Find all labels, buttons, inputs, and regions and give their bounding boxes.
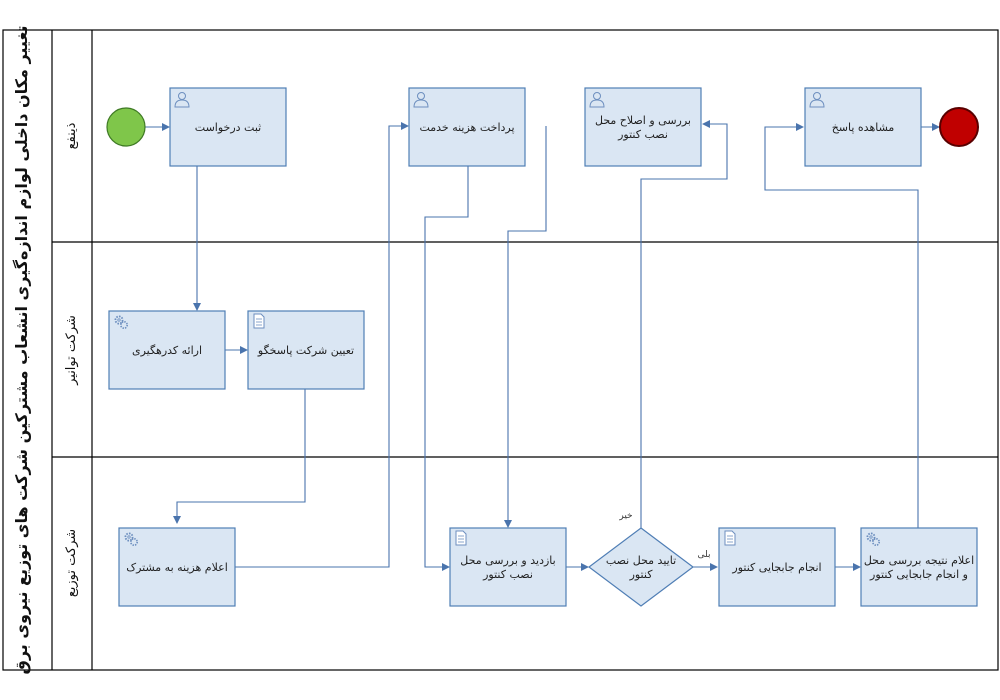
document-icon <box>455 530 467 546</box>
task-relocate[interactable]: انجام جابجایی کنتور <box>718 527 836 607</box>
task-pay[interactable]: پرداخت هزینه خدمت <box>408 87 526 167</box>
user-icon <box>589 92 605 108</box>
task-label: اعلام نتیجه بررسی محل <box>864 554 974 567</box>
task-label: بررسی و اصلاح محل <box>595 114 691 127</box>
task-register[interactable]: ثبت درخواست <box>169 87 287 167</box>
task-box[interactable] <box>449 527 567 607</box>
flow-fix-site-to-visit <box>504 126 547 528</box>
flow-pay-to-visit <box>424 166 469 571</box>
task-box[interactable] <box>804 87 922 167</box>
task-box[interactable] <box>118 527 236 607</box>
task-box[interactable] <box>860 527 978 607</box>
gear-icon <box>124 532 139 546</box>
flow-label-no: خیر <box>618 511 632 521</box>
task-box[interactable] <box>718 527 836 607</box>
document-icon <box>724 530 736 546</box>
lane-label-tavanir: شرکت توانیر <box>64 315 79 386</box>
flow-assign-to-announce-cost <box>173 389 306 524</box>
task-box[interactable] <box>247 310 365 390</box>
user-icon <box>413 92 429 108</box>
pool-title: تغییر مکان داخلی لوازم اندازه‌گیری انشعا… <box>12 26 31 675</box>
task-gateway[interactable]: ارائه کدرهگیری <box>108 310 226 390</box>
task-box[interactable] <box>408 87 526 167</box>
task-assign[interactable]: تعیین شرکت پاسخگو <box>247 310 365 390</box>
tasks: ثبت درخواست پرداخت هزینه خدمت بررسی و اصلا… <box>108 87 978 607</box>
lane-label-customer: ذینفع <box>64 122 79 149</box>
task-label: مشاهده پاسخ <box>832 121 895 134</box>
sequence-flows <box>145 120 940 571</box>
task-label: نصب کنتور <box>482 568 533 581</box>
flow-label-yes: بلی <box>698 550 711 560</box>
gateway-label-line1: تایید محل نصب <box>606 554 676 567</box>
gateway-label-line2: کنتور <box>629 568 654 581</box>
task-label: نصب کنتور <box>617 128 668 141</box>
gear-icon <box>114 315 129 329</box>
document-icon <box>253 313 265 329</box>
flow-announce-cost-to-pay <box>235 122 409 568</box>
task-label: بازدید و بررسی محل <box>460 554 555 567</box>
task-label: ارائه کدرهگیری <box>132 344 202 357</box>
task-box[interactable] <box>169 87 287 167</box>
task-box[interactable] <box>584 87 702 167</box>
task-label: و انجام جابجایی کنتور <box>869 568 968 581</box>
start-event[interactable] <box>106 107 146 147</box>
task-label: اعلام هزینه به مشترک <box>126 561 228 574</box>
lane-label-distribution: شرکت توزیع <box>64 529 79 597</box>
gateway-confirm-site[interactable]: تایید محل نصب کنتور <box>588 527 694 607</box>
task-box[interactable] <box>108 310 226 390</box>
flow-gateway-no <box>640 120 728 528</box>
gateway-diamond[interactable] <box>588 527 694 607</box>
flow-announce-result-to-view <box>764 123 919 528</box>
task-announce-cost[interactable]: اعلام هزینه به مشترک <box>118 527 236 607</box>
gear-icon <box>866 532 880 546</box>
user-icon <box>809 92 825 108</box>
task-view-reply[interactable]: مشاهده پاسخ <box>804 87 922 167</box>
task-label: پرداخت هزینه خدمت <box>419 121 514 134</box>
user-icon <box>174 92 190 108</box>
end-event[interactable] <box>939 107 979 147</box>
task-label: ثبت درخواست <box>195 121 261 134</box>
task-label: تعیین شرکت پاسخگو <box>257 344 354 357</box>
task-label: انجام جابجایی کنتور <box>731 561 821 574</box>
